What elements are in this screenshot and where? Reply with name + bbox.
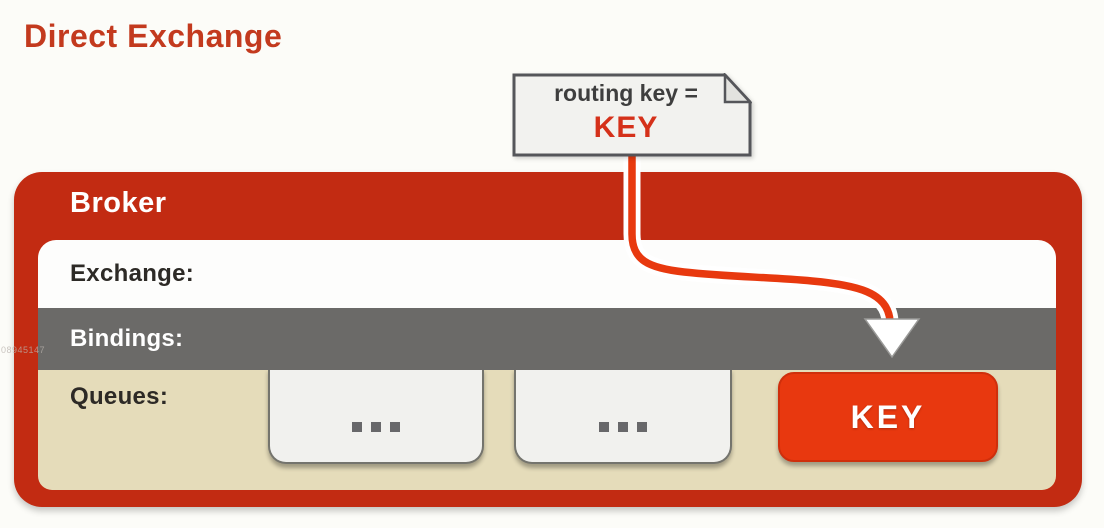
queues-row: Queues: KEY	[38, 368, 1056, 490]
ellipsis-dot	[637, 422, 647, 432]
queue-box-2	[514, 368, 732, 464]
ellipsis-dot	[390, 422, 400, 432]
page-title: Direct Exchange	[24, 18, 283, 54]
broker-title: Broker	[70, 187, 167, 219]
note-fold-icon	[723, 73, 752, 104]
queues-label: Queues:	[70, 383, 169, 410]
ellipsis-dot	[618, 422, 628, 432]
bindings-label: Bindings:	[70, 325, 184, 352]
queue-box-1	[268, 368, 484, 464]
exchange-row: Exchange:	[38, 240, 1056, 308]
ellipsis-dot	[352, 422, 362, 432]
queue-box-key: KEY	[778, 372, 998, 462]
queue-key-label: KEY	[850, 398, 926, 435]
routing-key-note: routing key = KEY	[512, 73, 752, 157]
queue-ellipsis-icon	[270, 422, 482, 432]
note-shape	[512, 73, 752, 157]
bindings-row: Bindings:	[38, 308, 1056, 370]
broker-inner-panel: Exchange: Bindings: Queues:	[38, 240, 1056, 490]
exchange-label: Exchange:	[70, 260, 195, 287]
ellipsis-dot	[371, 422, 381, 432]
broker-container: Broker Exchange: Bindings: Queues:	[14, 172, 1082, 507]
note-line2: KEY	[593, 111, 659, 144]
ellipsis-dot	[599, 422, 609, 432]
watermark: 08945147	[1, 345, 46, 355]
queue-ellipsis-icon	[516, 422, 730, 432]
note-line1: routing key =	[554, 80, 698, 106]
